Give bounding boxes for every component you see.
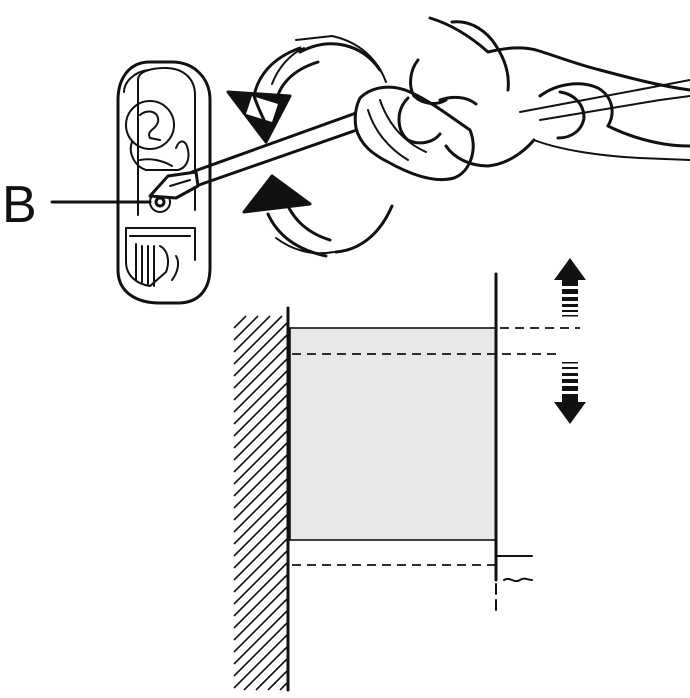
wall-hatch-line <box>233 477 289 533</box>
wall-hatch-line <box>233 621 289 677</box>
screwdriver-icon <box>148 85 475 200</box>
wall-hatch-line <box>233 321 289 377</box>
wall-hatch-line <box>233 525 289 581</box>
wall-hatch-line <box>233 549 289 605</box>
door-panel <box>289 327 497 541</box>
up-down-adjust-arrow-icon <box>554 258 586 424</box>
wall-hatch-line <box>233 315 283 365</box>
wall-hatch-line <box>233 405 289 461</box>
wall-hatch-line <box>233 393 289 449</box>
wall-hatch-line <box>233 315 259 341</box>
wall-hatch-line <box>233 357 289 413</box>
wall-hatch-line <box>233 513 289 569</box>
wall-hatch-line <box>233 573 289 629</box>
callout-b-label: B <box>2 176 37 234</box>
wall-hatch-line <box>233 315 271 353</box>
wall-hatch-line <box>233 561 289 617</box>
wall-hatch-line <box>233 537 289 593</box>
wall-hatch-line <box>233 333 289 389</box>
wall-hatch-line <box>233 609 289 665</box>
rotate-arrows-icon <box>226 35 394 258</box>
wall-hatch-line <box>233 489 289 545</box>
wall-hatch-line <box>233 417 289 473</box>
wall-hatch-line <box>233 633 289 689</box>
wall-hatch-line <box>233 501 289 557</box>
wall-hatch-line <box>233 345 289 401</box>
wall-hatch-line <box>233 381 289 437</box>
strike-wave <box>503 577 533 583</box>
wall-hatch-line <box>233 429 289 485</box>
callout-b: B <box>2 176 152 234</box>
wall-hatch-line <box>233 597 289 653</box>
wall-hatch-line <box>233 453 289 509</box>
wall-hatch-line <box>233 465 289 521</box>
wall-hatch-line <box>267 669 289 691</box>
wall-hatch-line <box>255 657 289 691</box>
wall-hatch-line <box>279 681 289 691</box>
lock-cylinder-icon <box>116 60 212 305</box>
wall-hatch-icon <box>233 306 290 692</box>
wall-hatch-line <box>233 315 247 329</box>
wall-hatch-line <box>233 441 289 497</box>
wall-hatch-line <box>233 585 289 641</box>
hand-icon <box>397 16 690 168</box>
wall-hatch-line <box>233 369 289 425</box>
wall-hatch-line <box>243 645 289 691</box>
